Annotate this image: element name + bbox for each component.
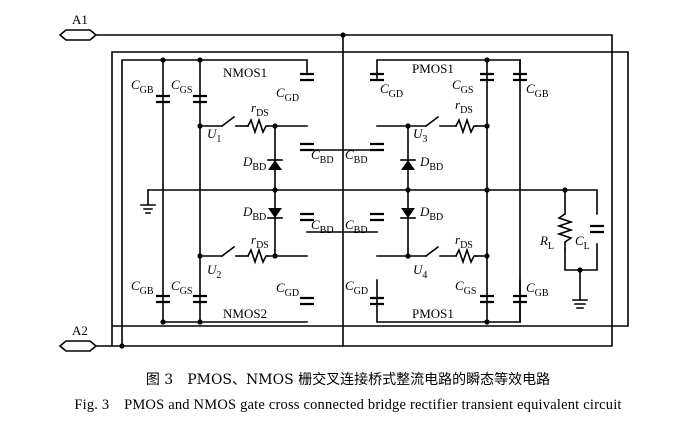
junction-dots — [119, 32, 583, 349]
terminal-a2-label: A2 — [72, 323, 88, 338]
block-label-nmos1: NMOS1 — [223, 65, 267, 80]
label-cgd-bottom-left: CGD — [276, 280, 299, 299]
label-cgd-bottom-right: CGD — [345, 278, 368, 297]
label-cgb-top-left: CGB — [131, 77, 154, 96]
terminal-a1-label: A1 — [72, 12, 88, 27]
label-cgs-bottom-right: CGS — [455, 278, 476, 297]
block-label-nmos2: NMOS2 — [223, 306, 267, 321]
label-rds-u1: rDS — [251, 100, 269, 119]
label-u3: U3 — [413, 126, 427, 145]
label-u1: U1 — [207, 126, 221, 145]
label-rds-u4: rDS — [455, 232, 473, 251]
label-cl: CL — [575, 233, 590, 252]
label-dbd-top-right: DBD — [419, 154, 443, 173]
label-u2: U2 — [207, 262, 221, 281]
label-cgs-bottom-left: CGS — [171, 278, 192, 297]
figure-caption-english: Fig. 3 PMOS and NMOS gate cross connecte… — [74, 397, 622, 413]
label-cbd-top-right: CBD — [345, 147, 368, 166]
terminal-a2: A2 — [58, 323, 98, 352]
label-cgd-top-left: CGD — [276, 85, 299, 104]
label-dbd-top-left: DBD — [242, 154, 266, 173]
resistors — [246, 117, 574, 265]
circuit-diagram: A1 A2 — [58, 12, 629, 352]
component-labels: CGB CGS CGD rDS U1 CBD DBD DBD CBD rDS U… — [131, 77, 590, 299]
label-rds-u2: rDS — [251, 232, 269, 251]
figure-caption-chinese: 图 3 PMOS、NMOS 栅交叉连接桥式整流电路的瞬态等效电路 — [145, 372, 551, 388]
label-cgb-bottom-right: CGB — [526, 280, 549, 299]
block-label-pmos1-top: PMOS1 — [412, 61, 454, 76]
capacitors — [156, 72, 604, 306]
diodes — [267, 159, 416, 219]
label-cgd-top-right: CGD — [380, 81, 403, 100]
label-dbd-bottom-right: DBD — [419, 204, 443, 223]
label-rds-u3: rDS — [455, 97, 473, 116]
block-label-pmos1-bottom: PMOS1 — [412, 306, 454, 321]
label-cgs-top-right: CGS — [452, 77, 473, 96]
terminal-a1: A1 — [58, 12, 98, 41]
label-rl: RL — [539, 233, 554, 252]
label-cgb-top-right: CGB — [526, 81, 549, 100]
label-cbd-bottom-right: CBD — [345, 217, 368, 236]
label-cbd-top-left: CBD — [311, 147, 334, 166]
label-dbd-bottom-left: DBD — [242, 204, 266, 223]
label-cgs-top-left: CGS — [171, 77, 192, 96]
switches — [220, 115, 440, 258]
label-u4: U4 — [413, 262, 427, 281]
label-cbd-bottom-left: CBD — [311, 217, 334, 236]
label-cgb-bottom-left: CGB — [131, 278, 154, 297]
